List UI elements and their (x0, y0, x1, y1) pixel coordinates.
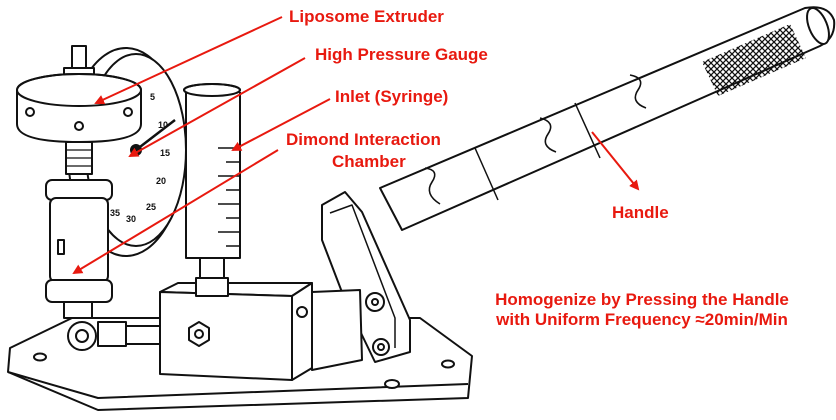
arrow-inlet-syringe (231, 98, 331, 151)
arrow-high-pressure-gauge (128, 57, 306, 157)
outlet-fitting (63, 301, 161, 351)
label-high-pressure-gauge: High Pressure Gauge (315, 45, 488, 64)
label-inlet-syringe: Inlet (Syringe) (335, 87, 449, 106)
arrow-handle (591, 131, 640, 191)
arrow-interaction-chamber (72, 149, 279, 275)
label-interaction-chamber-line2: Chamber (332, 152, 406, 171)
gauge-tick: 35 (110, 208, 120, 218)
gauge-ticks: 5 10 15 20 25 30 35 (110, 92, 170, 224)
label-liposome-extruder: Liposome Extruder (289, 7, 444, 26)
gauge-tick: 5 (150, 92, 155, 102)
annotation-arrows (72, 16, 640, 275)
knurled-grip (702, 24, 806, 96)
lever-bracket (321, 191, 411, 363)
inlet-syringe (183, 83, 241, 297)
gauge-tick: 30 (126, 214, 136, 224)
arrow-liposome-extruder (94, 16, 283, 105)
label-interaction-chamber-line1: Dimond Interaction (286, 130, 441, 149)
liposome-extruder (16, 45, 142, 175)
interaction-chamber (45, 179, 113, 303)
gauge-tick: 25 (146, 202, 156, 212)
gauge-tick: 15 (160, 148, 170, 158)
instruction-line-1: Homogenize by Pressing the Handle (495, 290, 789, 309)
label-handle: Handle (612, 203, 669, 222)
handle-lever (379, 6, 836, 231)
gauge-tick: 20 (156, 176, 166, 186)
pump-block (159, 282, 363, 381)
instruction-line-2: with Uniform Frequency ≈20min/Min (496, 310, 788, 329)
gauge-tick: 10 (158, 120, 168, 130)
instruction-note: Homogenize by Pressing the Handle with U… (462, 290, 822, 330)
